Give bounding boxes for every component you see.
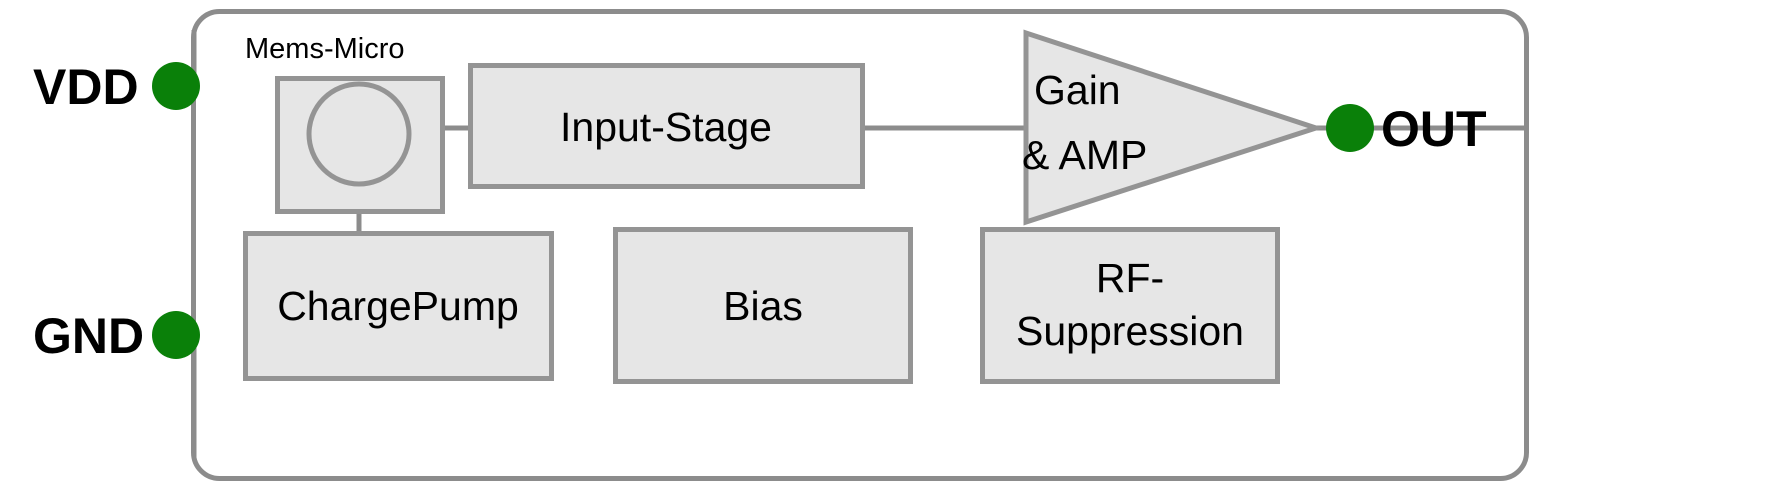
bias-label: Bias bbox=[723, 283, 803, 329]
node-vdd[interactable] bbox=[152, 62, 200, 110]
node-gnd[interactable] bbox=[152, 311, 200, 359]
block-rf-suppression[interactable] bbox=[980, 227, 1280, 384]
block-bias[interactable] bbox=[613, 227, 913, 384]
node-out[interactable] bbox=[1326, 104, 1374, 152]
rf-suppression-label-line2: Suppression bbox=[1016, 308, 1244, 354]
block-gain-amp[interactable] bbox=[1023, 29, 1325, 226]
rf-suppression-label-line1: RF- bbox=[1096, 255, 1164, 301]
gain-amp-label-line1: Gain bbox=[1034, 67, 1121, 113]
charge-pump-label: ChargePump bbox=[277, 283, 519, 329]
block-input-stage[interactable] bbox=[468, 63, 865, 189]
chip-boundary bbox=[191, 9, 1529, 481]
mems-micro-label: Mems-Micro bbox=[245, 33, 405, 65]
pin-label-vdd: VDD bbox=[33, 59, 139, 115]
input-stage-label: Input-Stage bbox=[560, 104, 772, 150]
pin-label-out: OUT bbox=[1381, 101, 1487, 157]
gain-amp-label-line2: & AMP bbox=[1022, 132, 1147, 178]
pin-label-gnd: GND bbox=[33, 308, 144, 364]
block-charge-pump[interactable] bbox=[243, 231, 554, 381]
mems-membrane-icon bbox=[306, 81, 412, 187]
